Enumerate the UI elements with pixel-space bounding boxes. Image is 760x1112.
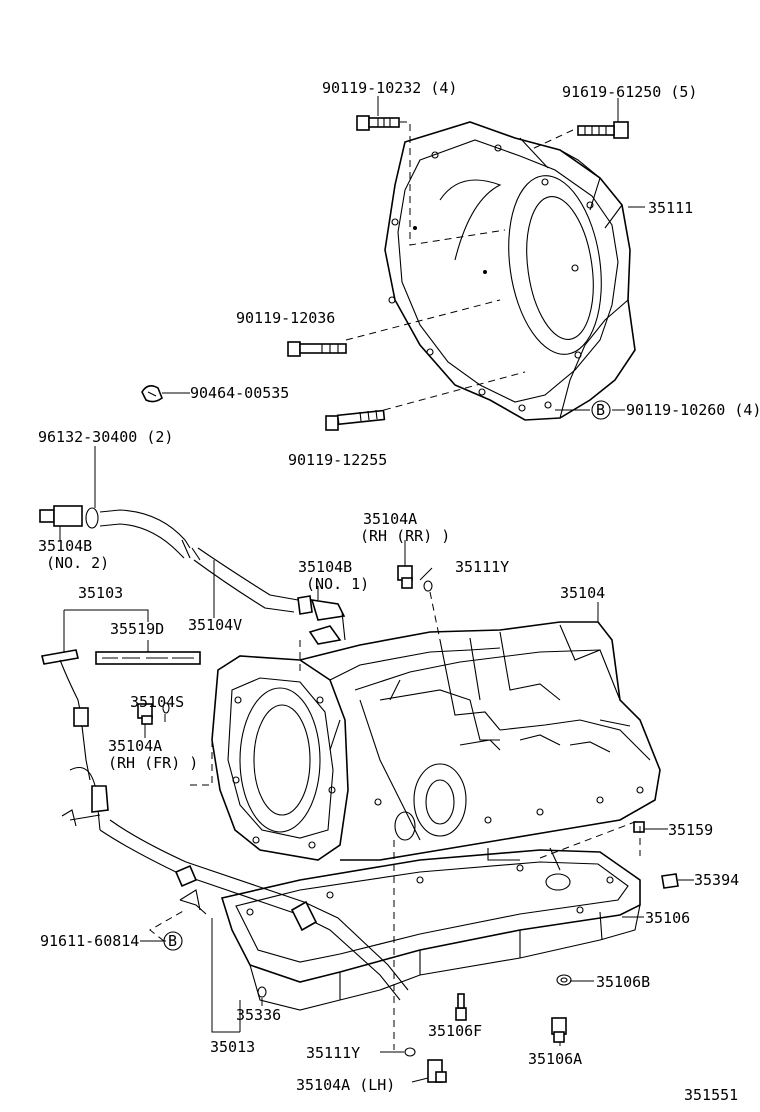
label-35394: 35394	[694, 871, 739, 889]
label-35104: 35104	[560, 584, 605, 602]
clip-90464-00535-icon	[141, 384, 163, 403]
label-35103: 35103	[78, 584, 123, 602]
bolt-91611-60814-icon	[179, 899, 207, 915]
plug-35159-icon	[633, 821, 645, 833]
caution-label-35519D	[95, 651, 201, 665]
label-35111: 35111	[648, 199, 693, 217]
label-35106B: 35106B	[596, 973, 650, 991]
converter-housing-35111[interactable]	[384, 121, 636, 421]
svg-text:B: B	[168, 932, 177, 950]
ref-b-top-icon: B	[591, 400, 611, 420]
label-91611-60814: 91611-60814	[40, 932, 139, 950]
breather-plug-35104B-no1-icon	[297, 595, 346, 645]
label-35104A-rh-fr: 35104A	[108, 737, 162, 755]
label-no1: (NO. 1)	[306, 575, 369, 593]
drain-plug-35106A-icon	[551, 1017, 567, 1043]
plug-35104A-lh-icon	[427, 1059, 447, 1083]
label-90119-12036: 90119-12036	[236, 309, 335, 327]
bolt-91619-61250-icon	[577, 121, 629, 139]
gasket-35106B-icon	[556, 974, 572, 986]
filler-tube-35013[interactable]	[61, 766, 409, 1001]
label-35111Y-bottom: 35111Y	[306, 1044, 360, 1062]
label-35104B-no1: 35104B	[298, 558, 352, 576]
label-35159: 35159	[668, 821, 713, 839]
ref-b-bottom-icon: B	[163, 931, 183, 951]
transmission-case-35104[interactable]	[211, 621, 661, 861]
label-90119-12255: 90119-12255	[288, 451, 387, 469]
label-35104A-lh: 35104A (LH)	[296, 1076, 395, 1094]
label-90119-10260: 90119-10260 (4)	[626, 401, 760, 419]
label-35104B-no2: 35104B	[38, 537, 92, 555]
oil-pan-35106[interactable]	[220, 847, 641, 1011]
o-ring-35111Y-top-icon	[423, 580, 433, 592]
label-96132-30400: 96132-30400 (2)	[38, 428, 173, 446]
o-ring-35104S-icon	[162, 702, 170, 714]
label-90464-00535: 90464-00535	[190, 384, 289, 402]
label-35106: 35106	[645, 909, 690, 927]
o-ring-35111Y-bottom-icon	[404, 1047, 416, 1057]
label-no2: (NO. 2)	[46, 554, 109, 572]
svg-text:B: B	[596, 401, 605, 419]
label-91619-61250: 91619-61250 (5)	[562, 83, 697, 101]
bolt-90119-12255-icon	[325, 409, 386, 431]
stopper-35394-icon	[661, 873, 679, 889]
label-rh-fr: (RH (FR) )	[108, 754, 198, 772]
label-rh-rr: (RH (RR) )	[360, 527, 450, 545]
bolt-90119-12036-icon	[287, 341, 347, 357]
label-35104A-rh-rr: 35104A	[363, 510, 417, 528]
label-35106A: 35106A	[528, 1050, 582, 1068]
drain-plug-35106F-icon	[455, 993, 467, 1021]
breather-plug-35104B-no2-icon	[39, 505, 99, 529]
label-35013: 35013	[210, 1038, 255, 1056]
label-35111Y-top: 35111Y	[455, 558, 509, 576]
bolt-90119-10232-icon	[356, 115, 400, 131]
plug-35104A-rh-rr-icon	[397, 565, 413, 589]
label-35106F: 35106F	[428, 1022, 482, 1040]
label-35519D: 35519D	[110, 620, 164, 638]
oil-level-gauge-35103[interactable]	[41, 649, 91, 781]
o-ring-35336-icon	[257, 986, 267, 998]
label-35104V: 35104V	[188, 616, 242, 634]
breather-hose-35104v[interactable]	[99, 509, 299, 613]
label-35104S: 35104S	[130, 693, 184, 711]
plug-35104A-rh-fr-icon	[137, 703, 153, 725]
label-35336: 35336	[236, 1006, 281, 1024]
label-90119-10232: 90119-10232 (4)	[322, 79, 457, 97]
diagram-id: 351551	[684, 1086, 738, 1104]
